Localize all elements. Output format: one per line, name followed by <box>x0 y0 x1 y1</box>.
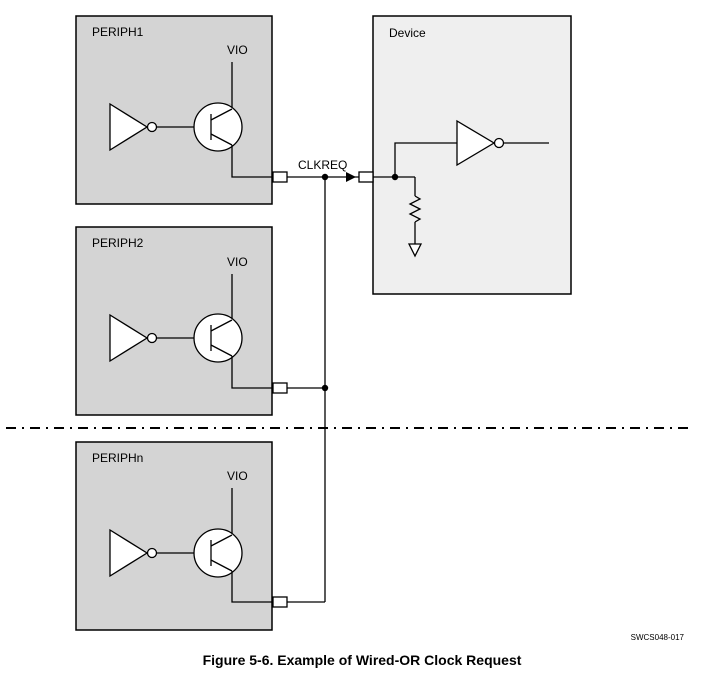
periph1-emitter-line <box>210 133 233 146</box>
clkreq-signal-label: CLKREQ <box>298 158 347 172</box>
periph1-buffer-icon <box>109 102 149 152</box>
periph1-label: PERIPH1 <box>92 25 144 39</box>
periphn-block: PERIPHn VIO <box>75 441 288 631</box>
periph1-inverter-bubble-icon <box>146 121 158 133</box>
periphn-output-pin <box>272 596 288 608</box>
periph2-transistor-icon <box>193 313 243 363</box>
periph1-transistor-icon <box>193 102 243 152</box>
document-code: SWCS048-017 <box>631 633 685 642</box>
device-input-pin <box>358 171 374 183</box>
periph1-block: PERIPH1 VIO <box>75 15 288 205</box>
periph2-block: PERIPH2 VIO <box>75 226 288 416</box>
periphn-inverter-bubble-icon <box>146 547 158 559</box>
periph2-emitter-line <box>210 344 233 357</box>
junction-dot-middle <box>321 384 329 392</box>
periph1-vio-label: VIO <box>227 43 248 57</box>
periphn-emitter-line <box>210 559 233 572</box>
periph2-buffer-icon <box>109 313 149 363</box>
junction-dot-top <box>321 173 329 181</box>
signal-direction-arrow-icon <box>346 172 356 182</box>
device-block: Device <box>358 15 572 295</box>
periph2-label: PERIPH2 <box>92 236 144 250</box>
periph2-box <box>75 226 273 416</box>
device-inverter-icon <box>456 119 496 167</box>
periph1-output-wire <box>231 145 273 178</box>
periphn-vio-label: VIO <box>227 469 248 483</box>
ground-symbol-icon <box>407 243 423 258</box>
device-label: Device <box>389 26 426 40</box>
periph2-vio-label: VIO <box>227 255 248 269</box>
periph2-collector-line <box>210 319 233 332</box>
periph1-collector-line <box>210 108 233 121</box>
device-buffer-input-wire <box>394 142 457 177</box>
periphn-box <box>75 441 273 631</box>
device-inverter-bubble-icon <box>493 137 505 149</box>
periphn-label: PERIPHn <box>92 451 143 465</box>
figure-caption: Figure 5-6. Example of Wired-OR Clock Re… <box>202 652 522 668</box>
periphn-transistor-icon <box>193 528 243 578</box>
periphn-output-wire <box>231 571 273 603</box>
periph1-output-pin <box>272 171 288 183</box>
periphn-collector-line <box>210 534 233 547</box>
periphn-buffer-icon <box>109 528 149 578</box>
pulldown-resistor-icon <box>408 195 422 223</box>
periph2-output-pin <box>272 382 288 394</box>
periph2-inverter-bubble-icon <box>146 332 158 344</box>
periph2-output-wire <box>231 356 273 389</box>
periph1-box <box>75 15 273 205</box>
